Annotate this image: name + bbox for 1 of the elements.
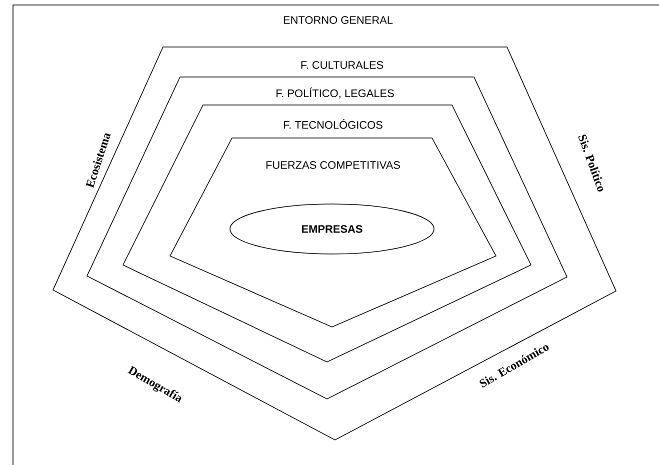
side-label: Sis. Político xyxy=(578,134,603,192)
